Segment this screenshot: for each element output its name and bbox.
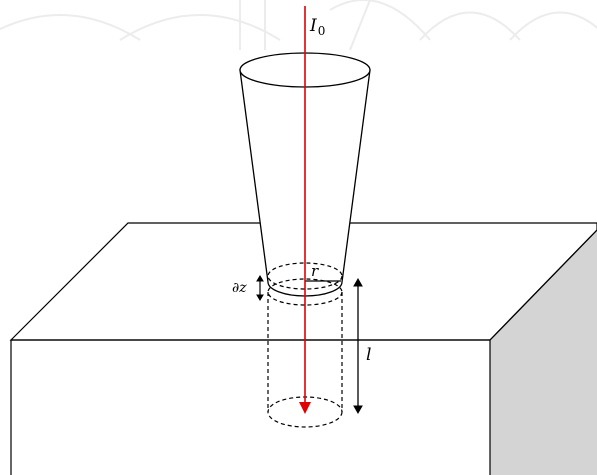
slice-top-ellipse: [267, 262, 343, 290]
length-arrow: [353, 277, 363, 415]
slice-thickness-arrow: [256, 275, 264, 301]
intensity-label: I0: [309, 16, 325, 38]
watermark-pattern: [0, 0, 597, 51]
radius-label: r: [311, 262, 319, 280]
block-side-face: [490, 230, 597, 475]
block-front-face: [10, 339, 491, 475]
slice-thickness-label: ∂z: [232, 280, 247, 296]
intensity-subscript: 0: [318, 24, 326, 38]
laser-beam-axis: [299, 6, 311, 414]
block-side-edge: [489, 229, 597, 341]
length-label: l: [366, 345, 371, 365]
beam-arrowhead: [299, 402, 311, 414]
